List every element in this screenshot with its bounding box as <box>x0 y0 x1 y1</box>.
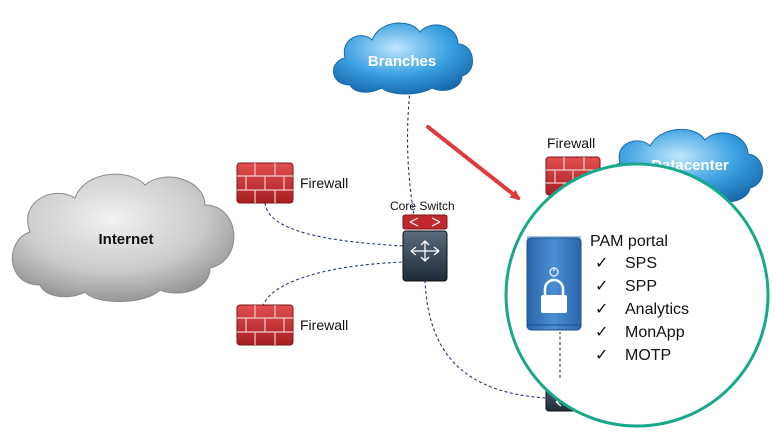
firewall-label: Firewall <box>300 317 348 333</box>
arrow-icon <box>426 125 521 200</box>
cloud-icon <box>333 22 473 95</box>
list-item: ✓ SPP <box>595 278 657 295</box>
pam-item-label: MonApp <box>625 324 685 341</box>
link-switch-server <box>424 279 546 399</box>
switch-icon <box>402 214 448 282</box>
branches-label: Branches <box>368 53 436 70</box>
check-icon: ✓ <box>595 278 608 295</box>
firewall-lower-left: Firewall <box>236 304 348 346</box>
pam-portal-callout: PAM portal ✓ SPS ✓ SPP ✓ Analytics ✓ Mon… <box>504 162 770 428</box>
internet-cloud: Internet <box>11 173 235 302</box>
branches-cloud: Branches <box>333 22 473 95</box>
cloud-icon <box>11 173 235 302</box>
check-icon: ✓ <box>595 347 608 364</box>
firewall-label: Firewall <box>300 175 348 191</box>
list-item: ✓ Analytics <box>595 301 689 318</box>
highlight-circle <box>504 162 770 428</box>
link-firewall-upper-switch <box>264 202 406 247</box>
pam-list: ✓ SPS ✓ SPP ✓ Analytics ✓ MonApp ✓ MOTP <box>595 255 689 364</box>
list-item: ✓ MOTP <box>595 347 671 364</box>
firewall-upper-left: Firewall <box>236 162 348 204</box>
check-icon: ✓ <box>595 255 608 272</box>
firewall-icon <box>236 304 294 346</box>
firewall-label: Firewall <box>547 135 595 151</box>
link-firewall-lower-switch <box>261 261 406 313</box>
check-icon: ✓ <box>595 301 608 318</box>
core-switch-label: Core Switch <box>390 199 455 213</box>
list-item: ✓ SPS <box>595 255 657 272</box>
firewall-icon <box>236 162 294 204</box>
core-switch: Core Switch <box>390 199 455 282</box>
pam-item-label: MOTP <box>625 347 671 364</box>
internet-label: Internet <box>98 231 153 248</box>
pam-item-label: SPS <box>625 255 657 272</box>
list-item: ✓ MonApp <box>595 324 685 341</box>
check-icon: ✓ <box>595 324 608 341</box>
pam-item-label: SPP <box>625 278 657 295</box>
pam-item-label: Analytics <box>625 301 689 318</box>
server-lock-icon <box>526 236 582 331</box>
link-branches-switch <box>406 89 416 223</box>
pam-title: PAM portal <box>590 233 668 250</box>
